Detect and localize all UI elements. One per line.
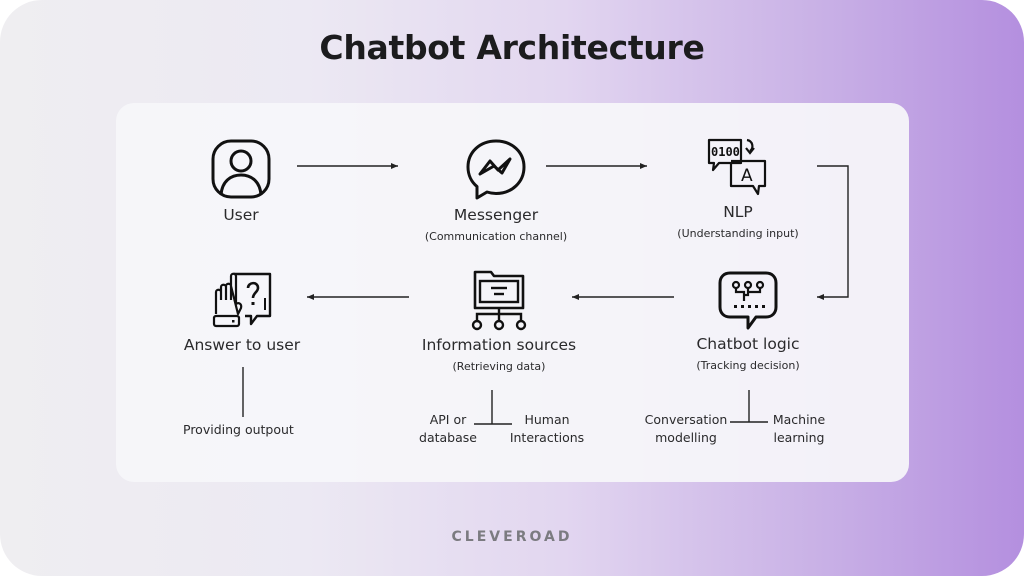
detail-line: Human [524,412,570,427]
detail-api-or-database: API or database [413,411,483,447]
node-label: Chatbot logic [696,335,800,353]
diagram-title: Chatbot Architecture [319,28,705,67]
circuit-chat-icon [718,271,778,330]
svg-text:0100: 0100 [711,145,740,159]
node-messenger: Messenger (Communication channel) [386,138,606,243]
node-subtitle: (Retrieving data) [452,360,546,373]
node-label: Answer to user [183,336,301,354]
node-label: Messenger [453,206,539,224]
folder-network-icon [471,270,527,331]
node-subtitle: (Understanding input) [677,227,799,240]
translate-binary-icon: 0100 A [707,138,767,196]
brand-logo-text: CLEVEROAD [451,529,573,545]
node-user: User [131,138,351,224]
arrow-nlp-to-chatbot-logic [817,165,849,300]
messenger-icon [466,139,526,200]
detail-line: modelling [655,430,717,445]
svg-text:A: A [741,166,753,186]
detail-line: Machine [772,412,826,427]
detail-line: API or [429,412,467,427]
detail-line: database [419,430,477,445]
node-information-sources: Information sources (Retrieving data) [389,270,609,373]
detail-line: learning [773,430,825,445]
node-answer-to-user: Answer to user [132,270,352,354]
node-subtitle: (Tracking decision) [696,359,800,372]
detail-human-interactions: Human Interactions [505,411,589,447]
detail-line: Interactions [509,430,585,445]
detail-providing-output: Providing outpout [183,422,294,437]
hand-question-icon [212,272,272,328]
detail-line: Conversation [644,412,728,427]
detail-machine-learning: Machine learning [767,411,831,447]
node-subtitle: (Communication channel) [424,230,568,243]
node-label: NLP [723,203,753,221]
node-nlp: 0100 A NLP (Understanding input) [628,137,848,240]
user-profile-icon [211,139,271,199]
node-chatbot-logic: Chatbot logic (Tracking decision) [638,271,858,372]
node-label: User [223,206,259,224]
node-label: Information sources [421,336,577,354]
detail-conversation-modelling: Conversation modelling [640,411,732,447]
